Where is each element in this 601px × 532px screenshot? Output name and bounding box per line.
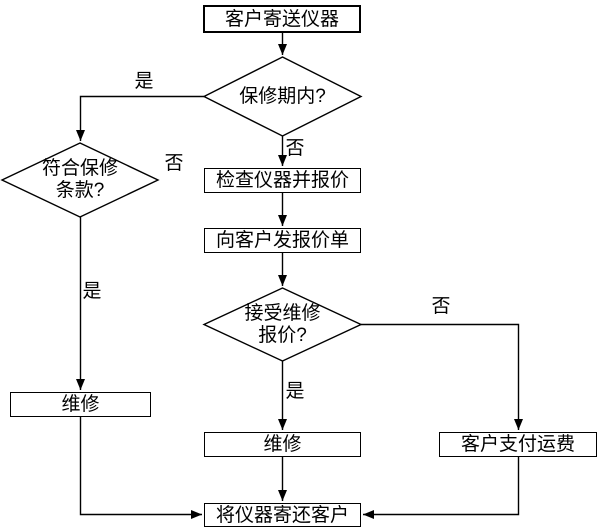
- node-customer-sends-instrument: 客户寄送仪器: [203, 5, 361, 33]
- decision-warranty-shape: [202, 56, 363, 137]
- edge-label-accept-yes: 是: [285, 381, 305, 402]
- node-repair-main: 维修: [204, 432, 361, 457]
- node-check-instrument-and-quote: 检查仪器并报价: [204, 168, 361, 193]
- edge-repairleft-to-return: [79, 417, 202, 519]
- node-customer-pays-shipping: 客户支付运费: [439, 432, 597, 457]
- edge-payshipping-to-return: [363, 457, 520, 519]
- decision-terms-shape: [0, 142, 160, 218]
- edge-label-accept-no: 否: [431, 296, 451, 317]
- edge-warranty-yes-to-terms: [76, 95, 204, 141]
- edge-accept-no-to-payshipping: [361, 323, 523, 430]
- node-return-instrument-to-customer: 将仪器寄还客户: [204, 503, 361, 527]
- node-send-quotation-to-customer: 向客户发报价单: [204, 228, 361, 253]
- edge-label-terms-no: 否: [164, 153, 184, 174]
- node-repair-left: 维修: [10, 392, 151, 417]
- decision-accept-shape: [202, 287, 363, 362]
- edge-label-terms-yes: 是: [82, 281, 102, 302]
- edge-label-warranty-yes: 是: [134, 71, 154, 92]
- edge-label-warranty-no: 否: [285, 138, 305, 159]
